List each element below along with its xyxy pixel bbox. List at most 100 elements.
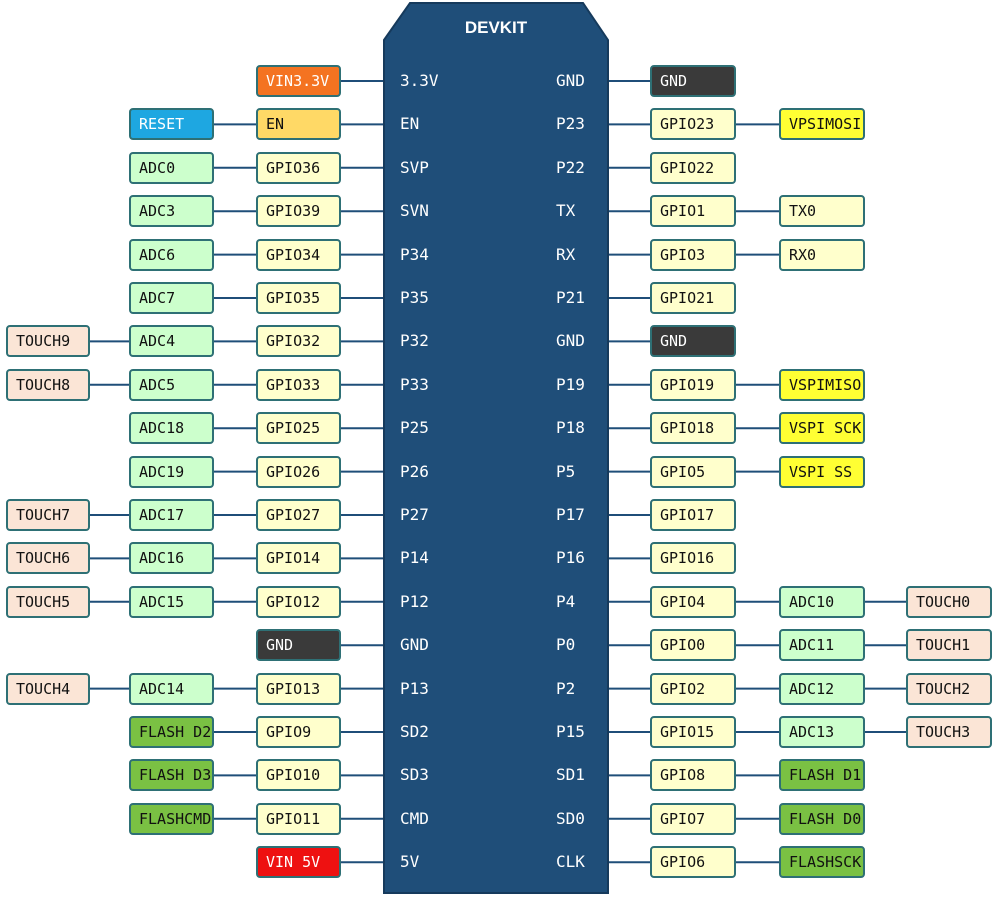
- left-pin-box-adc: ADC17: [129, 499, 214, 531]
- left-pin-box-flash: FLASH D2: [129, 716, 214, 748]
- right-pin-box-vspi: VSPI SCK: [779, 412, 865, 445]
- right-pin-box-flash: FLASH D1: [779, 759, 865, 792]
- left-pin-box-touch: TOUCH6: [6, 542, 90, 575]
- left-pin-box-gpio: GPIO32: [256, 325, 341, 358]
- right-pin-label: P0: [556, 635, 576, 655]
- left-pin-box-gpio: GPIO13: [256, 672, 341, 705]
- left-pin-box-touch: TOUCH4: [6, 672, 90, 705]
- left-pin-label: P13: [400, 678, 429, 698]
- right-pin-label: CLK: [556, 852, 585, 872]
- right-pin-box-gpio: GPIO7: [650, 802, 736, 835]
- right-pin-label: P2: [556, 678, 576, 698]
- left-pin-box-flash: FLASHCMD: [129, 802, 214, 835]
- right-pin-box-gpio: GPIO15: [650, 716, 736, 748]
- left-pin-box-gpio: GPIO33: [256, 368, 341, 401]
- board-title: DEVKIT: [464, 18, 528, 37]
- left-pin-label: SD2: [400, 722, 429, 741]
- left-pin-box-en: EN: [256, 108, 341, 141]
- wire-layer: [90, 80, 906, 864]
- right-pin-label: P4: [556, 591, 576, 611]
- left-pin-box-gpio: GPIO12: [256, 585, 341, 618]
- right-pin-box-gpio: GPIO23: [650, 108, 736, 141]
- right-pin-box-vspi: VSPIMISO: [779, 368, 865, 401]
- right-pin-box-vspi: VPSIMOSI: [779, 108, 865, 141]
- left-pin-box-gpio: GPIO34: [256, 238, 341, 271]
- left-pin-box-adc: ADC6: [129, 238, 214, 271]
- left-pin-label: P26: [400, 461, 429, 481]
- right-pin-box-gpio: GPIO2: [650, 672, 736, 705]
- right-pin-label: GND: [556, 71, 585, 90]
- left-pin-box-touch: TOUCH9: [6, 325, 90, 358]
- devkit-board: [383, 1, 609, 894]
- right-pin-box-adc: ADC11: [779, 629, 865, 662]
- left-pin-label: 3.3V: [400, 71, 439, 90]
- left-pin-label: P33: [400, 374, 429, 394]
- right-pin-box-gpio: TX0: [779, 195, 865, 228]
- right-pin-box-gpio: GPIO17: [650, 499, 736, 531]
- left-pin-box-adc: ADC4: [129, 325, 214, 358]
- right-pin-box-gpio: GPIO5: [650, 455, 736, 488]
- right-pin-box-touch: TOUCH3: [906, 716, 992, 748]
- left-pin-box-touch: TOUCH5: [6, 585, 90, 618]
- right-pin-label: P5: [556, 461, 576, 481]
- right-pin-label: GND: [556, 331, 585, 351]
- left-pin-label: P12: [400, 591, 429, 611]
- right-pin-box-gnd: GND: [650, 65, 736, 97]
- left-pin-label: SD3: [400, 765, 429, 785]
- right-pin-box-adc: ADC10: [779, 585, 865, 618]
- right-pin-box-gpio: GPIO8: [650, 759, 736, 792]
- right-pin-label: P16: [556, 548, 585, 568]
- left-pin-box-gpio: GPIO10: [256, 759, 341, 792]
- right-pin-box-gpio: GPIO3: [650, 238, 736, 271]
- left-pin-box-v33: VIN3.3V: [256, 65, 341, 97]
- right-pin-box-gpio: GPIO19: [650, 368, 736, 401]
- right-pin-label: SD1: [556, 765, 585, 785]
- right-pin-box-adc: ADC12: [779, 672, 865, 705]
- left-pin-box-adc: ADC16: [129, 542, 214, 575]
- left-pin-box-gpio: GPIO26: [256, 455, 341, 488]
- left-pin-box-adc: ADC0: [129, 151, 214, 184]
- left-pin-box-adc: ADC15: [129, 585, 214, 618]
- left-pin-box-adc: ADC18: [129, 412, 214, 445]
- left-pin-label: P14: [400, 548, 429, 568]
- right-pin-label: P22: [556, 157, 585, 177]
- right-pin-box-adc: ADC13: [779, 716, 865, 748]
- left-pin-box-adc: ADC3: [129, 195, 214, 228]
- right-pin-box-gpio: GPIO22: [650, 151, 736, 184]
- left-pin-label: SVP: [400, 157, 429, 177]
- left-pin-label: CMD: [400, 808, 429, 828]
- right-pin-box-touch: TOUCH2: [906, 672, 992, 705]
- right-pin-label: TX: [556, 201, 576, 221]
- left-pin-box-gpio: GPIO35: [256, 282, 341, 314]
- left-pin-box-gpio: GPIO25: [256, 412, 341, 445]
- right-pin-label: P15: [556, 722, 585, 741]
- left-pin-label: P34: [400, 244, 429, 264]
- left-pin-box-gpio: GPIO14: [256, 542, 341, 575]
- left-pin-box-adc: ADC14: [129, 672, 214, 705]
- right-pin-box-gpio: GPIO1: [650, 195, 736, 228]
- left-pin-label: GND: [400, 635, 429, 655]
- right-pin-box-gpio: GPIO0: [650, 629, 736, 662]
- left-pin-box-gpio: GPIO36: [256, 151, 341, 184]
- right-pin-box-gpio: GPIO6: [650, 846, 736, 879]
- left-pin-box-v5: VIN 5V: [256, 846, 341, 879]
- left-pin-box-flash: FLASH D3: [129, 759, 214, 792]
- right-pin-label: P19: [556, 374, 585, 394]
- left-pin-box-touch: TOUCH7: [6, 499, 90, 531]
- left-pin-box-reset: RESET: [129, 108, 214, 141]
- right-pin-box-touch: TOUCH1: [906, 629, 992, 662]
- right-pin-box-gpio: GPIO21: [650, 282, 736, 314]
- right-pin-box-vspi: VSPI SS: [779, 455, 865, 488]
- left-pin-box-gpio: GPIO39: [256, 195, 341, 228]
- right-pin-label: SD0: [556, 808, 585, 828]
- right-pin-box-gpio: RX0: [779, 238, 865, 271]
- right-pin-label: P23: [556, 114, 585, 134]
- left-pin-box-gpio: GPIO11: [256, 802, 341, 835]
- left-pin-box-touch: TOUCH8: [6, 368, 90, 401]
- right-pin-label: P21: [556, 288, 585, 307]
- right-pin-label: RX: [556, 244, 576, 264]
- left-pin-box-adc: ADC7: [129, 282, 214, 314]
- right-pin-box-flash: FLASH D0: [779, 802, 865, 835]
